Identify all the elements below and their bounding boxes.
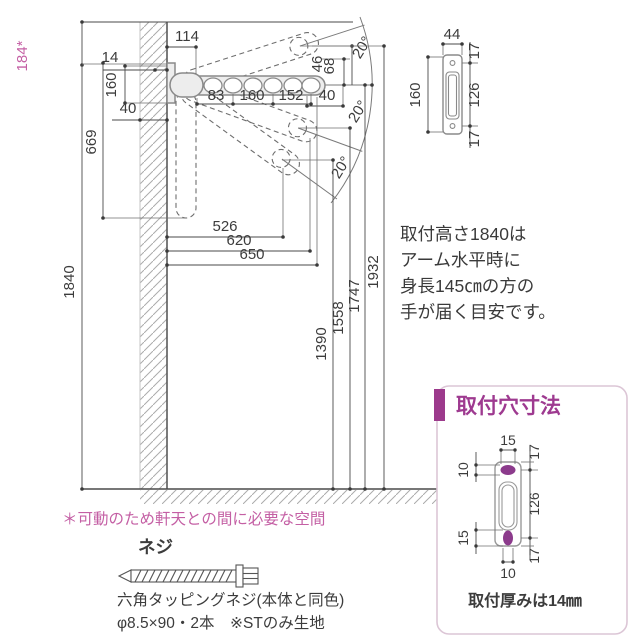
dim-soffit-gap: 184* xyxy=(14,20,84,71)
note-line-3: 身長145㎝の方の xyxy=(400,276,534,296)
panel-title-bar xyxy=(434,389,445,421)
reach-note: 取付高さ1840は アーム水平時に 身長145㎝の方の 手が届く目安です。 xyxy=(400,224,556,322)
mounting-hole-bottom xyxy=(503,530,513,546)
mounting-plate-drawing xyxy=(494,461,522,547)
dim-label-1558: 1558 xyxy=(330,301,347,334)
dim-label-83: 83 xyxy=(208,87,225,104)
dim-label-184: 184* xyxy=(14,40,31,71)
dim-label-152: 152 xyxy=(278,87,303,104)
dim-label-15-top: 15 xyxy=(500,432,516,448)
angle-label-mid: 20° xyxy=(345,97,371,125)
ground xyxy=(82,488,502,504)
screw-desc-1: 六角タッピングネジ(本体と同色) xyxy=(117,591,344,609)
angle-label-top: 20° xyxy=(349,33,375,61)
dim-label-160-side: 160 xyxy=(407,82,424,107)
arm xyxy=(169,72,326,98)
note-line-4: 手が届く目安です。 xyxy=(400,302,556,322)
dim-label-669: 669 xyxy=(83,129,100,154)
dim-hole-offset-left: 40 xyxy=(112,100,169,122)
dim-arm-inset: 114 xyxy=(165,28,199,74)
dim-label-15-bottom-left: 15 xyxy=(455,530,471,546)
mounting-hole-panel: 取付穴寸法 15 10 15 10 1 xyxy=(434,385,628,635)
screw-illustration xyxy=(117,564,259,588)
dim-label-1390: 1390 xyxy=(313,327,330,360)
footnote: ＊可動のため軒天との間に必要な空間 xyxy=(62,510,325,528)
dim-label-1932: 1932 xyxy=(365,255,382,288)
panel-caption: 取付厚みは14㎜ xyxy=(468,591,582,610)
dim-label-126-side: 126 xyxy=(466,82,483,107)
dim-reach: 526 620 650 xyxy=(165,97,319,267)
dim-label-650: 650 xyxy=(239,246,264,263)
dim-label-68: 68 xyxy=(321,58,338,75)
dim-label-17-top-panel: 17 xyxy=(526,444,542,460)
dim-mount-height: 1840 xyxy=(61,63,167,491)
dim-label-40-right: 40 xyxy=(319,87,336,104)
dim-label-526: 526 xyxy=(212,218,237,235)
bracket-side-view: 44 160 17 126 17 xyxy=(407,26,483,148)
dim-label-1840: 1840 xyxy=(61,265,78,298)
wall xyxy=(139,22,168,489)
panel-title: 取付穴寸法 xyxy=(456,394,561,418)
dim-label-10-top: 10 xyxy=(455,462,471,478)
dim-hole-pitch: 83 160 152 xyxy=(195,87,313,106)
dim-fold-clearance: 669 xyxy=(83,61,186,220)
mounting-hole-top xyxy=(500,465,516,475)
dim-label-620: 620 xyxy=(226,232,251,249)
dim-wall-offset: 14 xyxy=(102,49,169,72)
screw-desc-2: φ8.5×90・2本 ※STのみ生地 xyxy=(117,614,325,632)
dim-label-17-top-side: 17 xyxy=(466,43,483,60)
dim-label-17-bottom-side: 17 xyxy=(466,131,483,148)
folded-arm-outline xyxy=(175,91,197,219)
dim-label-40-left: 40 xyxy=(120,100,137,117)
dim-label-160-arm: 160 xyxy=(239,87,264,104)
dim-label-1747: 1747 xyxy=(346,279,363,312)
dim-label-160-left: 160 xyxy=(103,72,120,97)
dim-bracket-height: 160 xyxy=(103,64,167,105)
dim-label-126-panel: 126 xyxy=(526,492,542,516)
dim-label-44: 44 xyxy=(444,26,461,43)
dim-label-14: 14 xyxy=(102,49,119,66)
dim-label-10-bottom: 10 xyxy=(500,565,516,581)
note-line-1: 取付高さ1840は xyxy=(400,224,526,244)
dim-arm-tip: 46 68 40 xyxy=(305,44,358,108)
screw-heading: ネジ xyxy=(138,537,173,557)
dim-heights: 1390 1558 1747 1932 xyxy=(282,44,386,491)
note-line-2: アーム水平時に xyxy=(400,250,521,270)
dim-label-46: 46 xyxy=(309,56,326,73)
screw-section: ネジ 六角タッピングネジ(本体と同色) φ8.5×90・2本 ※STのみ生地 xyxy=(117,537,344,632)
dim-label-114: 114 xyxy=(175,28,199,45)
dim-label-17-bottom-panel: 17 xyxy=(526,548,542,564)
